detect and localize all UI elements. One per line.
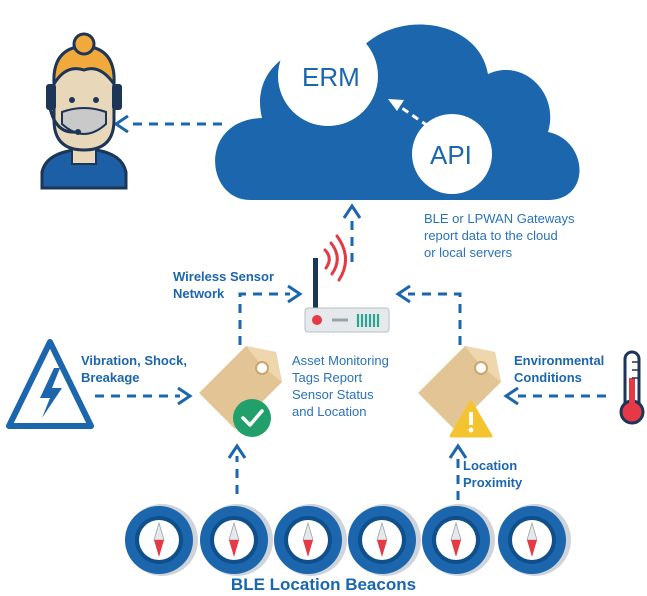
environmental-label: Environmental Conditions	[514, 353, 605, 385]
erm-label: ERM	[302, 62, 360, 92]
location-proximity-label: Location Proximity	[463, 458, 523, 490]
router-icon	[304, 258, 390, 333]
arrow-to-router-right	[395, 284, 411, 304]
compass-icon	[199, 503, 274, 577]
arrow-to-router-left	[287, 284, 303, 304]
compass-icon	[421, 503, 496, 577]
vibration-label: Vibration, Shock, Breakage	[81, 353, 187, 385]
environment-arrow	[503, 386, 606, 406]
wireless-network-paths	[238, 292, 462, 345]
thermometer-icon	[619, 350, 645, 425]
compass-icon	[273, 503, 348, 577]
beacons-to-right-tag-arrow	[448, 443, 468, 500]
erm-node	[278, 26, 378, 126]
high-voltage-icon	[6, 339, 94, 429]
beacons-to-left-tag-arrow	[227, 443, 247, 494]
cloud-icon	[215, 24, 580, 200]
compass-icon	[497, 503, 572, 577]
compass-icon	[124, 503, 199, 577]
tag-icon	[199, 346, 282, 429]
tag-icon-right	[418, 346, 501, 429]
person-icon	[40, 32, 128, 190]
compass-icon	[347, 503, 422, 577]
gateway-to-cloud-arrow	[342, 203, 362, 262]
asset-monitoring-label: Asset Monitoring Tags Report Sensor Stat…	[292, 353, 389, 419]
warning-icon	[449, 400, 493, 438]
check-icon	[233, 399, 271, 437]
beacons-label: BLE Location Beacons	[230, 575, 417, 594]
api-label: API	[430, 140, 472, 170]
vibration-arrow	[95, 386, 193, 406]
wireless-network-label: Wireless Sensor Network	[173, 269, 275, 301]
gateway-note: BLE or LPWAN Gateways report data to the…	[424, 211, 575, 260]
api-node	[412, 114, 492, 194]
signal-icon	[323, 234, 347, 282]
cloud-to-person-arrow	[113, 114, 222, 134]
